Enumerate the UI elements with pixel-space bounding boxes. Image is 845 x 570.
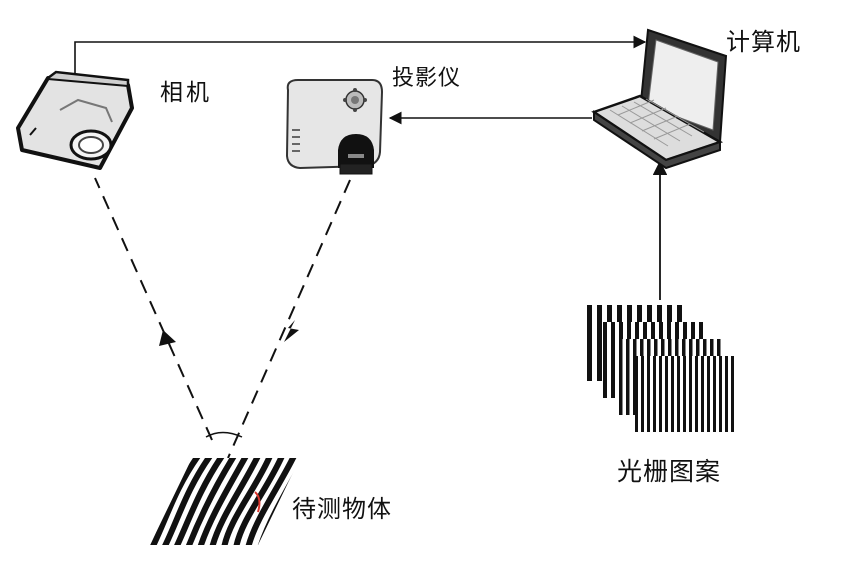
projector-to-object-arrowhead [284,320,299,342]
projector-to-object-ray [227,179,351,459]
camera-label: 相机 [160,80,212,106]
object-label: 待测物体 [292,495,392,523]
projector-label: 投影仪 [392,66,462,91]
projector-icon [285,79,384,175]
angle-arc [205,431,243,438]
camera-to-computer-arrow [74,35,647,80]
object-to-camera-ray [94,177,213,441]
grating-pattern-label: 光栅图案 [617,457,722,486]
laptop-icon [591,28,728,170]
object-to-camera-arrowhead [159,330,176,346]
camera-icon [16,70,134,170]
fringe-pattern-stack [587,305,735,432]
computer-label: 计算机 [726,28,801,56]
